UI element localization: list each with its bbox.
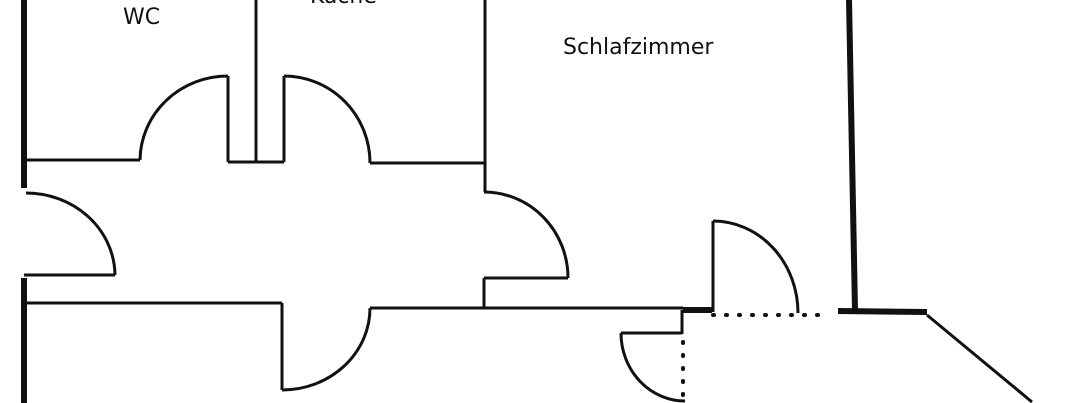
- hall-door-swing: [281, 307, 372, 392]
- bedroom-door-swing: [483, 190, 570, 279]
- bedroom-wall-right: [846, 0, 858, 311]
- wc-door-swing: [138, 74, 229, 161]
- left-door-swing: [25, 191, 117, 276]
- room-label-kitchen: Küche: [310, 0, 377, 9]
- room-label-bedroom: Schlafzimmer: [563, 35, 714, 60]
- lower-door-swing: [619, 332, 686, 403]
- diagonal-wall: [926, 313, 1033, 403]
- balcony-door-swing: [712, 219, 800, 314]
- room-label-wc: WC: [123, 5, 160, 30]
- outer-wall-right-thick: [837, 308, 928, 315]
- kitchen-door-swing: [283, 74, 372, 164]
